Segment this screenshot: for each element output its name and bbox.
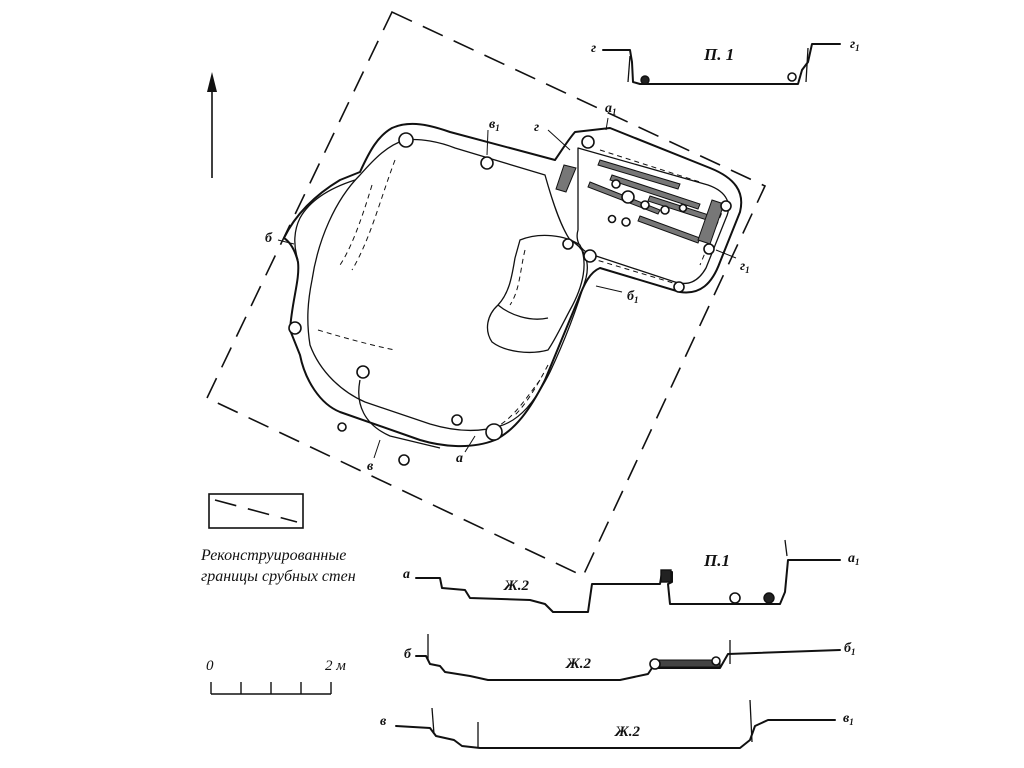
section-b-right-label: б xyxy=(844,641,852,656)
label-a-plan: а xyxy=(456,451,463,466)
section-b-b1: б б1 Ж.2 xyxy=(404,634,856,681)
section-a-a1: а а1 П.1 Ж.2 xyxy=(403,539,860,613)
scale-end-label: 2 м xyxy=(325,658,346,674)
section-g-left-label: г xyxy=(591,41,596,56)
label-v-plan: в xyxy=(367,459,374,474)
section-a-right-label: а xyxy=(848,551,855,566)
label-b1-plan: б xyxy=(627,289,635,304)
section-v-fill-label: Ж.2 xyxy=(614,724,641,740)
label-b-plan: б xyxy=(265,231,273,246)
svg-text:в1: в1 xyxy=(843,711,854,727)
svg-text:а1: а1 xyxy=(848,551,860,567)
section-g-title: П. 1 xyxy=(703,45,734,64)
reconstructed-wall-boundary xyxy=(205,10,767,578)
section-b-left-label: б xyxy=(404,647,412,662)
section-a-fill-label: Ж.2 xyxy=(503,578,530,594)
label-g-plan: г xyxy=(534,120,539,135)
section-a-left-label: а xyxy=(403,567,410,582)
dwelling-pit-plan xyxy=(277,117,743,466)
scale-bar: 0 2 м xyxy=(206,658,346,695)
plan-labels: в1 г а1 б б1 г1 в а xyxy=(265,101,750,474)
label-v1-plan: в xyxy=(489,117,496,132)
svg-text:а1: а1 xyxy=(605,101,617,117)
section-g-right-label: г xyxy=(850,37,855,52)
label-g1-plan: г xyxy=(740,259,745,274)
section-a-title: П.1 xyxy=(703,551,730,570)
section-g-g1: г г1 П. 1 xyxy=(591,37,860,85)
legend-caption-line2: границы срубных стен xyxy=(201,568,356,585)
svg-text:г1: г1 xyxy=(850,37,860,53)
section-b-fill-label: Ж.2 xyxy=(565,656,592,672)
section-v-right-label: в xyxy=(843,711,850,726)
svg-text:в1: в1 xyxy=(489,117,500,133)
svg-text:б1: б1 xyxy=(627,289,639,305)
section-v-v1: в в1 Ж.2 xyxy=(380,699,854,749)
legend: Реконструированные границы срубных стен xyxy=(200,493,356,585)
label-a1-plan: а xyxy=(605,101,612,116)
svg-text:б1: б1 xyxy=(844,641,856,657)
svg-text:г1: г1 xyxy=(740,259,750,275)
legend-caption-line1: Реконструированные xyxy=(200,547,346,564)
section-v-left-label: в xyxy=(380,714,387,729)
north-arrow-icon xyxy=(207,72,217,178)
scale-zero-label: 0 xyxy=(206,658,214,674)
